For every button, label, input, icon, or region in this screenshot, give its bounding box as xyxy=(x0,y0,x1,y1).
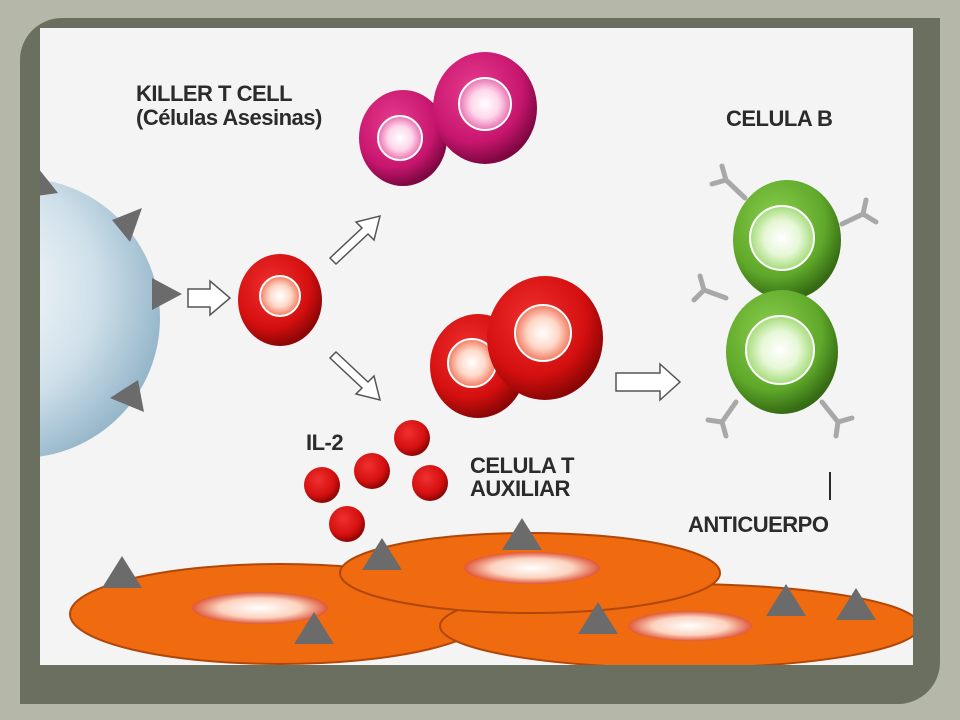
anticuerpo-label: ANTICUERPO xyxy=(688,512,829,537)
celula-t-auxiliar-label: CELULA T AUXILIAR xyxy=(470,454,574,500)
il2-molecule xyxy=(412,465,448,501)
arrow-right-icon xyxy=(187,279,232,317)
arrow-up-right-icon xyxy=(328,214,382,266)
spike-icon xyxy=(40,170,58,196)
antigen-presenting-cell xyxy=(40,170,182,457)
spike-icon xyxy=(110,380,144,412)
il2-molecules xyxy=(304,420,448,542)
spike-icon xyxy=(766,584,806,616)
celula-b-label: CELULA B xyxy=(726,106,833,131)
b-cell xyxy=(691,163,879,500)
il2-molecule xyxy=(354,453,390,489)
spike-icon xyxy=(102,556,142,588)
celula-t-subtitle: AUXILIAR xyxy=(470,476,570,501)
spike-icon xyxy=(362,538,402,570)
killer-t-cell xyxy=(359,52,537,186)
killer-t-cell-title: KILLER T CELL xyxy=(136,81,293,106)
killer-t-cell-subtitle: (Células Asesinas) xyxy=(136,105,322,130)
il2-molecule xyxy=(394,420,430,456)
il2-label: IL-2 xyxy=(306,430,344,455)
il2-molecule xyxy=(304,467,340,503)
helper-t-cell xyxy=(430,276,603,418)
spike-icon xyxy=(502,518,542,550)
arrow-right-icon xyxy=(615,362,682,402)
spike-icon xyxy=(112,208,142,242)
tissue-cells xyxy=(69,518,913,665)
spike-icon xyxy=(294,612,334,644)
celula-t-title: CELULA T xyxy=(470,453,574,478)
antibody-icon xyxy=(691,163,879,439)
t-cell-central xyxy=(238,254,322,346)
spike-icon xyxy=(578,602,618,634)
arrow-down-right-icon xyxy=(328,350,382,402)
il2-molecule xyxy=(329,506,365,542)
spike-icon xyxy=(836,588,876,620)
diagram-canvas: KILLER T CELL (Células Asesinas) CELULA … xyxy=(40,28,913,665)
spike-icon xyxy=(152,278,182,310)
killer-t-cell-label: KILLER T CELL (Células Asesinas) xyxy=(136,82,322,130)
immune-diagram xyxy=(40,52,913,665)
